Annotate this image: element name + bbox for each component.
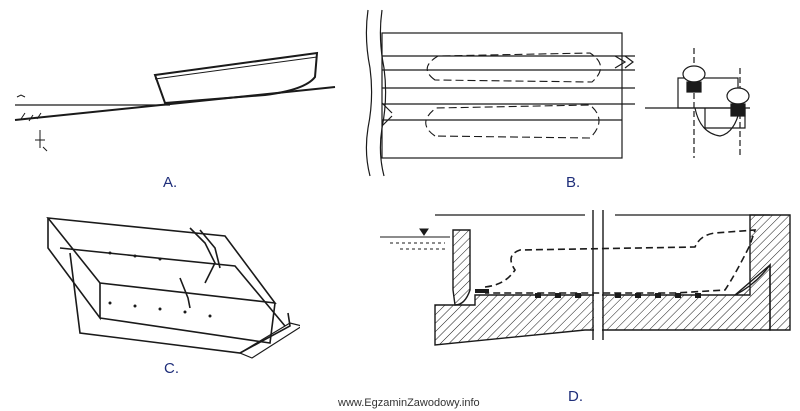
panel-a-label: A.	[163, 174, 178, 191]
dock-floor	[238, 322, 300, 359]
boat-deck-line	[154, 56, 318, 80]
panel-d-label: D.	[568, 388, 583, 405]
ship-outline-upper	[426, 52, 602, 83]
panel-c-floating-dock-drawing	[46, 217, 300, 359]
panel-c-label: C.	[164, 360, 179, 377]
ship-section-upper	[682, 65, 706, 83]
quay-wall	[365, 9, 373, 177]
dock-left-wall	[46, 217, 277, 305]
panel-b-label: B.	[566, 174, 581, 191]
lift-platform	[381, 32, 623, 159]
ship-hull-outline	[484, 229, 757, 294]
dock-gate	[452, 229, 471, 306]
ship-outline-lower	[425, 104, 600, 139]
panel-a-slipway-drawing	[14, 51, 336, 152]
footer-watermark: www.EgzaminZawodowy.info	[338, 397, 480, 409]
dock-right-wall	[99, 302, 276, 344]
water-surface	[380, 236, 450, 250]
panel-d-dry-dock-drawing	[380, 205, 791, 350]
panel-b-shiplift-drawing	[365, 9, 750, 177]
ship-section-lower	[726, 87, 750, 105]
slipway-ramp	[14, 86, 336, 121]
